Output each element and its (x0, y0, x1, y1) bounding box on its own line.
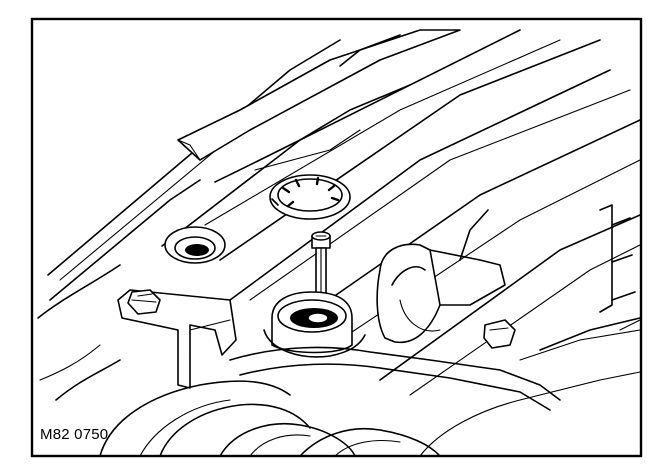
frame-border (30, 17, 643, 458)
figure-reference-code: M82 0750 (40, 426, 109, 443)
spark-plug-well (164, 226, 226, 264)
bracket-bolt (127, 289, 161, 315)
bolt-seal (263, 291, 366, 358)
intake-manifold (39, 317, 641, 457)
mounting-bracket (117, 289, 237, 389)
circlip (269, 174, 351, 220)
pipe-clip (376, 209, 516, 349)
